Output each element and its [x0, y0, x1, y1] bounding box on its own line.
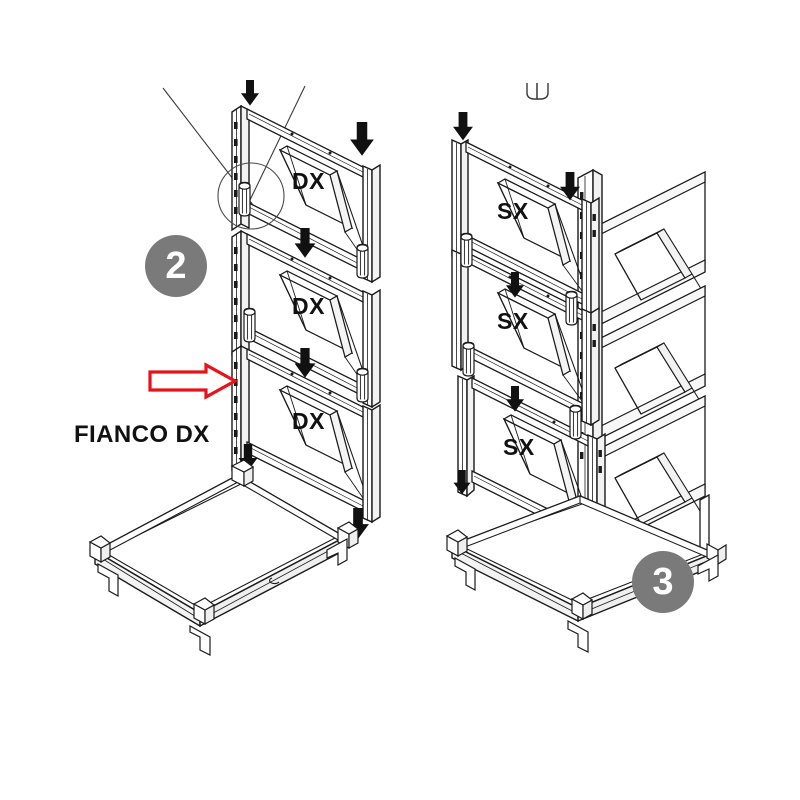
step-badge-2: 2 — [145, 235, 207, 297]
connector-pin — [238, 181, 251, 217]
panel-label-sx-2: SX — [497, 308, 529, 334]
connector-pin — [243, 307, 256, 343]
connector-pin — [460, 232, 473, 268]
connector-pin — [462, 341, 475, 377]
connector-pin — [356, 243, 369, 279]
step-badge-3-number: 3 — [652, 560, 674, 603]
detail-callout-circle — [217, 162, 285, 230]
corner-post — [570, 592, 594, 621]
corner-post — [445, 529, 469, 558]
corner-post — [88, 535, 112, 564]
panel-label-dx-2: DX — [292, 293, 325, 319]
connector-pin — [569, 404, 582, 440]
insertion-arrow — [350, 122, 374, 156]
corner-post — [230, 459, 255, 488]
panel-label-sx-3: SX — [503, 434, 535, 460]
panel-label-sx-1: SX — [497, 198, 529, 224]
connector-pin — [356, 367, 369, 403]
insertion-arrow — [453, 112, 473, 141]
panel-label-dx-3: DX — [292, 408, 325, 434]
step-badge-3: 3 — [632, 551, 694, 613]
panel-label-dx-1: DX — [292, 168, 325, 194]
insertion-arrow — [240, 80, 260, 106]
fianco-dx-label: FIANCO DX — [74, 421, 210, 448]
top-connector-clip — [526, 83, 549, 100]
step-badge-2-number: 2 — [165, 244, 187, 287]
connector-pin — [565, 290, 578, 326]
base-frame-left — [88, 459, 360, 656]
corner-post — [192, 597, 216, 626]
red-highlight-arrow — [148, 362, 239, 400]
